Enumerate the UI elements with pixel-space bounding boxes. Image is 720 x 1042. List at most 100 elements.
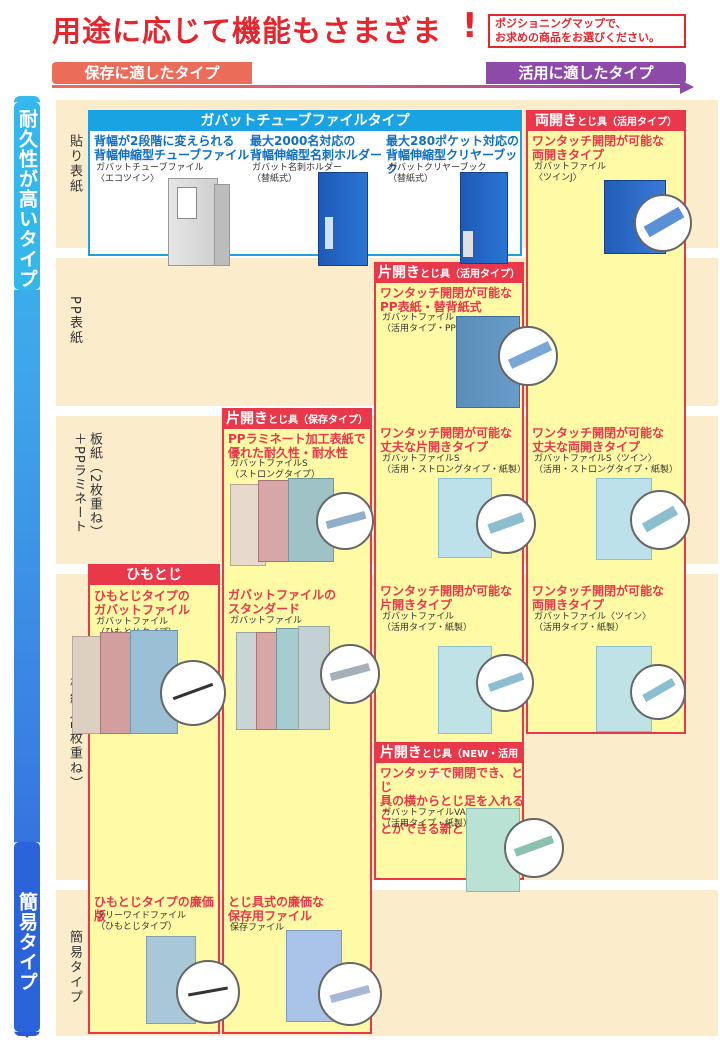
newva-caption: ワンタッチで開閉でき、とじ 具の横からとじ足を入れるこ とができる新とじ具 [380, 766, 524, 836]
page-title: 用途に応じて機能もさまざま [52, 14, 443, 48]
ryo-paper-clip-icon [630, 664, 686, 720]
pp-clip-detail-icon [498, 326, 558, 386]
katabiraki-paper-product-line2: （活用タイプ・紙製） [382, 623, 473, 633]
katabiraki-paper-caption: ワンタッチ開閉が可能な 片開きタイプ [380, 584, 522, 612]
ryobiraki-strong-product: ガバットファイルS〈ツイン〉 （活用・ストロングタイプ・紙製） [534, 454, 684, 476]
ryobiraki-paper-line1: ワンタッチ開閉が可能な [532, 584, 665, 598]
ryobiraki-paper-product-line1: ガバットファイル〈ツイン〉 [534, 612, 652, 622]
katabiraki-paper-line2: 片開きタイプ [380, 598, 453, 612]
himotoji-file-2 [100, 632, 132, 734]
tube-product-2-name-line2: （替紙式） [252, 174, 298, 184]
katabiraki-strong-line1: ワンタッチ開閉が可能な [380, 426, 513, 440]
himotoji-caption: ひもとじタイプの ガバットファイル [94, 589, 218, 617]
title-exclamation: ! [462, 6, 478, 46]
horizontal-axis-line [52, 85, 687, 88]
katabiraki-pp-product-line1: ガバットファイル [382, 313, 455, 323]
row-label-paper: 貼り表紙 [67, 134, 82, 194]
hozon-product-line1: ガバットファイルS [230, 459, 308, 469]
himotoji-string-detail-icon [160, 660, 226, 726]
himotoji-cheap-product: フリーワイドファイル （ひもとじタイプ） [96, 911, 216, 933]
ryobiraki-header-sub: とじ具（活用タイプ） [577, 117, 677, 128]
hozon-caption: PPラミネート加工表紙で 優れた耐久性・耐水性 [228, 432, 370, 460]
katabiraki-strong-caption: ワンタッチ開閉が可能な 丈夫な片開きタイプ [380, 426, 522, 454]
axis-label-storage: 保存に適したタイプ [52, 62, 252, 84]
note-line-2: お求めの商品をお選びください。 [495, 31, 660, 44]
tube-file-box [88, 110, 522, 256]
hozon-strong-clip-icon [316, 492, 374, 550]
hozon-product-line2: （ストロングタイプ） [230, 470, 321, 480]
katabiraki-pp-caption-line1: ワンタッチ開閉が可能な [380, 286, 513, 300]
hozon-cheap-line1: とじ具式の廉価な [228, 895, 325, 909]
ryobiraki-product: ガバットファイル 〈ツインJ〉 [534, 162, 684, 184]
newva-caption-line1: ワンタッチで開閉でき、とじ [380, 766, 524, 794]
ryobiraki-header-main: 両開き [535, 113, 577, 129]
katabiraki-strong-product-line1: ガバットファイルS [382, 454, 460, 464]
instruction-note: ポジショニングマップで、 お求めの商品をお選びください。 [488, 14, 686, 48]
card-holder-image [318, 172, 368, 266]
himotoji-file-1 [72, 636, 104, 734]
newva-product-line1: ガバットファイルVA [382, 808, 466, 818]
hozon-standard-caption: ガバットファイルの スタンダード [228, 588, 370, 616]
hozon-product: ガバットファイルS （ストロングタイプ） [230, 459, 370, 481]
hozon-cheap-product: 保存ファイル [230, 923, 285, 933]
newva-caption-line3: とができる新とじ具 [380, 822, 488, 836]
tube-file-image [168, 178, 218, 266]
katabiraki-pp-caption-line2: PP表紙・替背紙式 [380, 300, 482, 314]
standard-file-4 [298, 626, 330, 730]
tube-product-2-caption: 最大2000名対応の 背幅伸縮型名刺ホルダー [250, 134, 390, 162]
hozon-standard-line1: ガバットファイルの [228, 588, 337, 602]
himotoji-cheap-line2: （ひもとじタイプ） [96, 922, 177, 932]
ryobiraki-strong-product-line1: ガバットファイルS〈ツイン〉 [534, 454, 657, 464]
tube-product-3-name: ガバットクリヤーブック （替紙式） [388, 163, 518, 185]
standard-clip-icon [320, 644, 380, 704]
tube-file-header: ガバットチューブファイルタイプ [90, 111, 520, 131]
axis-label-active: 活用に適したタイプ [486, 62, 686, 84]
hozon-standard-product: ガバットファイル [230, 616, 303, 626]
ryobiraki-strong-line2: 丈夫な両開きタイプ [532, 440, 641, 454]
ryobiraki-caption: ワンタッチ開閉が可能な 両開きタイプ [532, 134, 682, 162]
vertical-label-durable: 耐久性が高いタイプ [14, 102, 40, 290]
katabiraki-pp-product-line2: （活用タイプ・PP製） [382, 324, 474, 334]
tube-product-2-line2: 背幅伸縮型名刺ホルダー [250, 148, 383, 162]
twin-j-clip-detail-icon [634, 194, 692, 252]
newva-header-main: 片開き [379, 745, 422, 761]
hozon-caption-line1: PPラミネート加工表紙で [228, 432, 366, 446]
ryobiraki-caption-line1: ワンタッチ開閉が可能な [532, 134, 665, 148]
free-wide-string-icon [176, 960, 240, 1024]
ryobiraki-product-line1: ガバットファイル [534, 162, 607, 172]
himotoji-product-line1: ガバットファイル [96, 617, 169, 627]
ryobiraki-paper-product: ガバットファイル〈ツイン〉 （活用タイプ・紙製） [534, 612, 684, 634]
newva-header-sub: とじ具（NEW・活用タイプ） [421, 749, 519, 782]
tube-product-3-name-line1: ガバットクリヤーブック [388, 163, 487, 173]
clear-book-image [460, 172, 508, 264]
katabiraki-paper-product-line1: ガバットファイル [382, 612, 455, 622]
tube-product-3-caption: 最大280ポケット対応の 背幅伸縮型クリヤーブック [386, 134, 522, 176]
arrow-right-icon [680, 80, 694, 94]
tube-product-3-line1: 最大280ポケット対応の [386, 134, 520, 148]
hozon-cheap-line2: 保存用ファイル [228, 909, 313, 923]
tube-product-2-name-line1: ガバット名刺ホルダー [252, 163, 343, 173]
row-label-board-pp: 板紙（2枚重ね）＋PPラミネート [71, 432, 102, 540]
katabiraki-strong-product-line2: （活用・ストロングタイプ・紙製） [382, 465, 527, 475]
ryobiraki-strong-product-line2: （活用・ストロングタイプ・紙製） [534, 465, 679, 475]
tube-product-3-name-line2: （替紙式） [388, 174, 434, 184]
kata-paper-clip-icon [476, 654, 534, 712]
tube-file-spine-image [214, 184, 230, 266]
hozon-header: 片開きとじ具（保存タイプ） [224, 409, 370, 429]
tube-product-2-name: ガバット名刺ホルダー （替紙式） [252, 163, 382, 185]
tube-product-1-line2: 背幅伸縮型チューブファイル [94, 148, 250, 162]
katabiraki-pp-caption: ワンタッチ開閉が可能な PP表紙・替背紙式 [380, 286, 522, 314]
hozon-header-main: 片開き [226, 411, 268, 427]
row-label-simple: 簡易タイプ [67, 930, 82, 1005]
ryobiraki-strong-caption: ワンタッチ開閉が可能な 丈夫な両開きタイプ [532, 426, 682, 454]
hozon-cheap-clip-icon [318, 962, 382, 1026]
tube-product-1-name-line2: 〈エコツイン〉 [96, 174, 160, 184]
newva-caption-line2: 具の横からとじ足を入れるこ [380, 794, 525, 822]
katabiraki-paper-line1: ワンタッチ開閉が可能な [380, 584, 513, 598]
newva-product: ガバットファイルVA （活用タイプ・紙製） [382, 808, 522, 830]
note-line-1: ポジショニングマップで、 [495, 17, 627, 30]
ryobiraki-strong-line1: ワンタッチ開閉が可能な [532, 426, 665, 440]
ryobiraki-caption-line2: 両開きタイプ [532, 148, 605, 162]
row-label-pp: PP表紙 [67, 296, 82, 346]
himotoji-header: ひもとじ [90, 565, 218, 585]
